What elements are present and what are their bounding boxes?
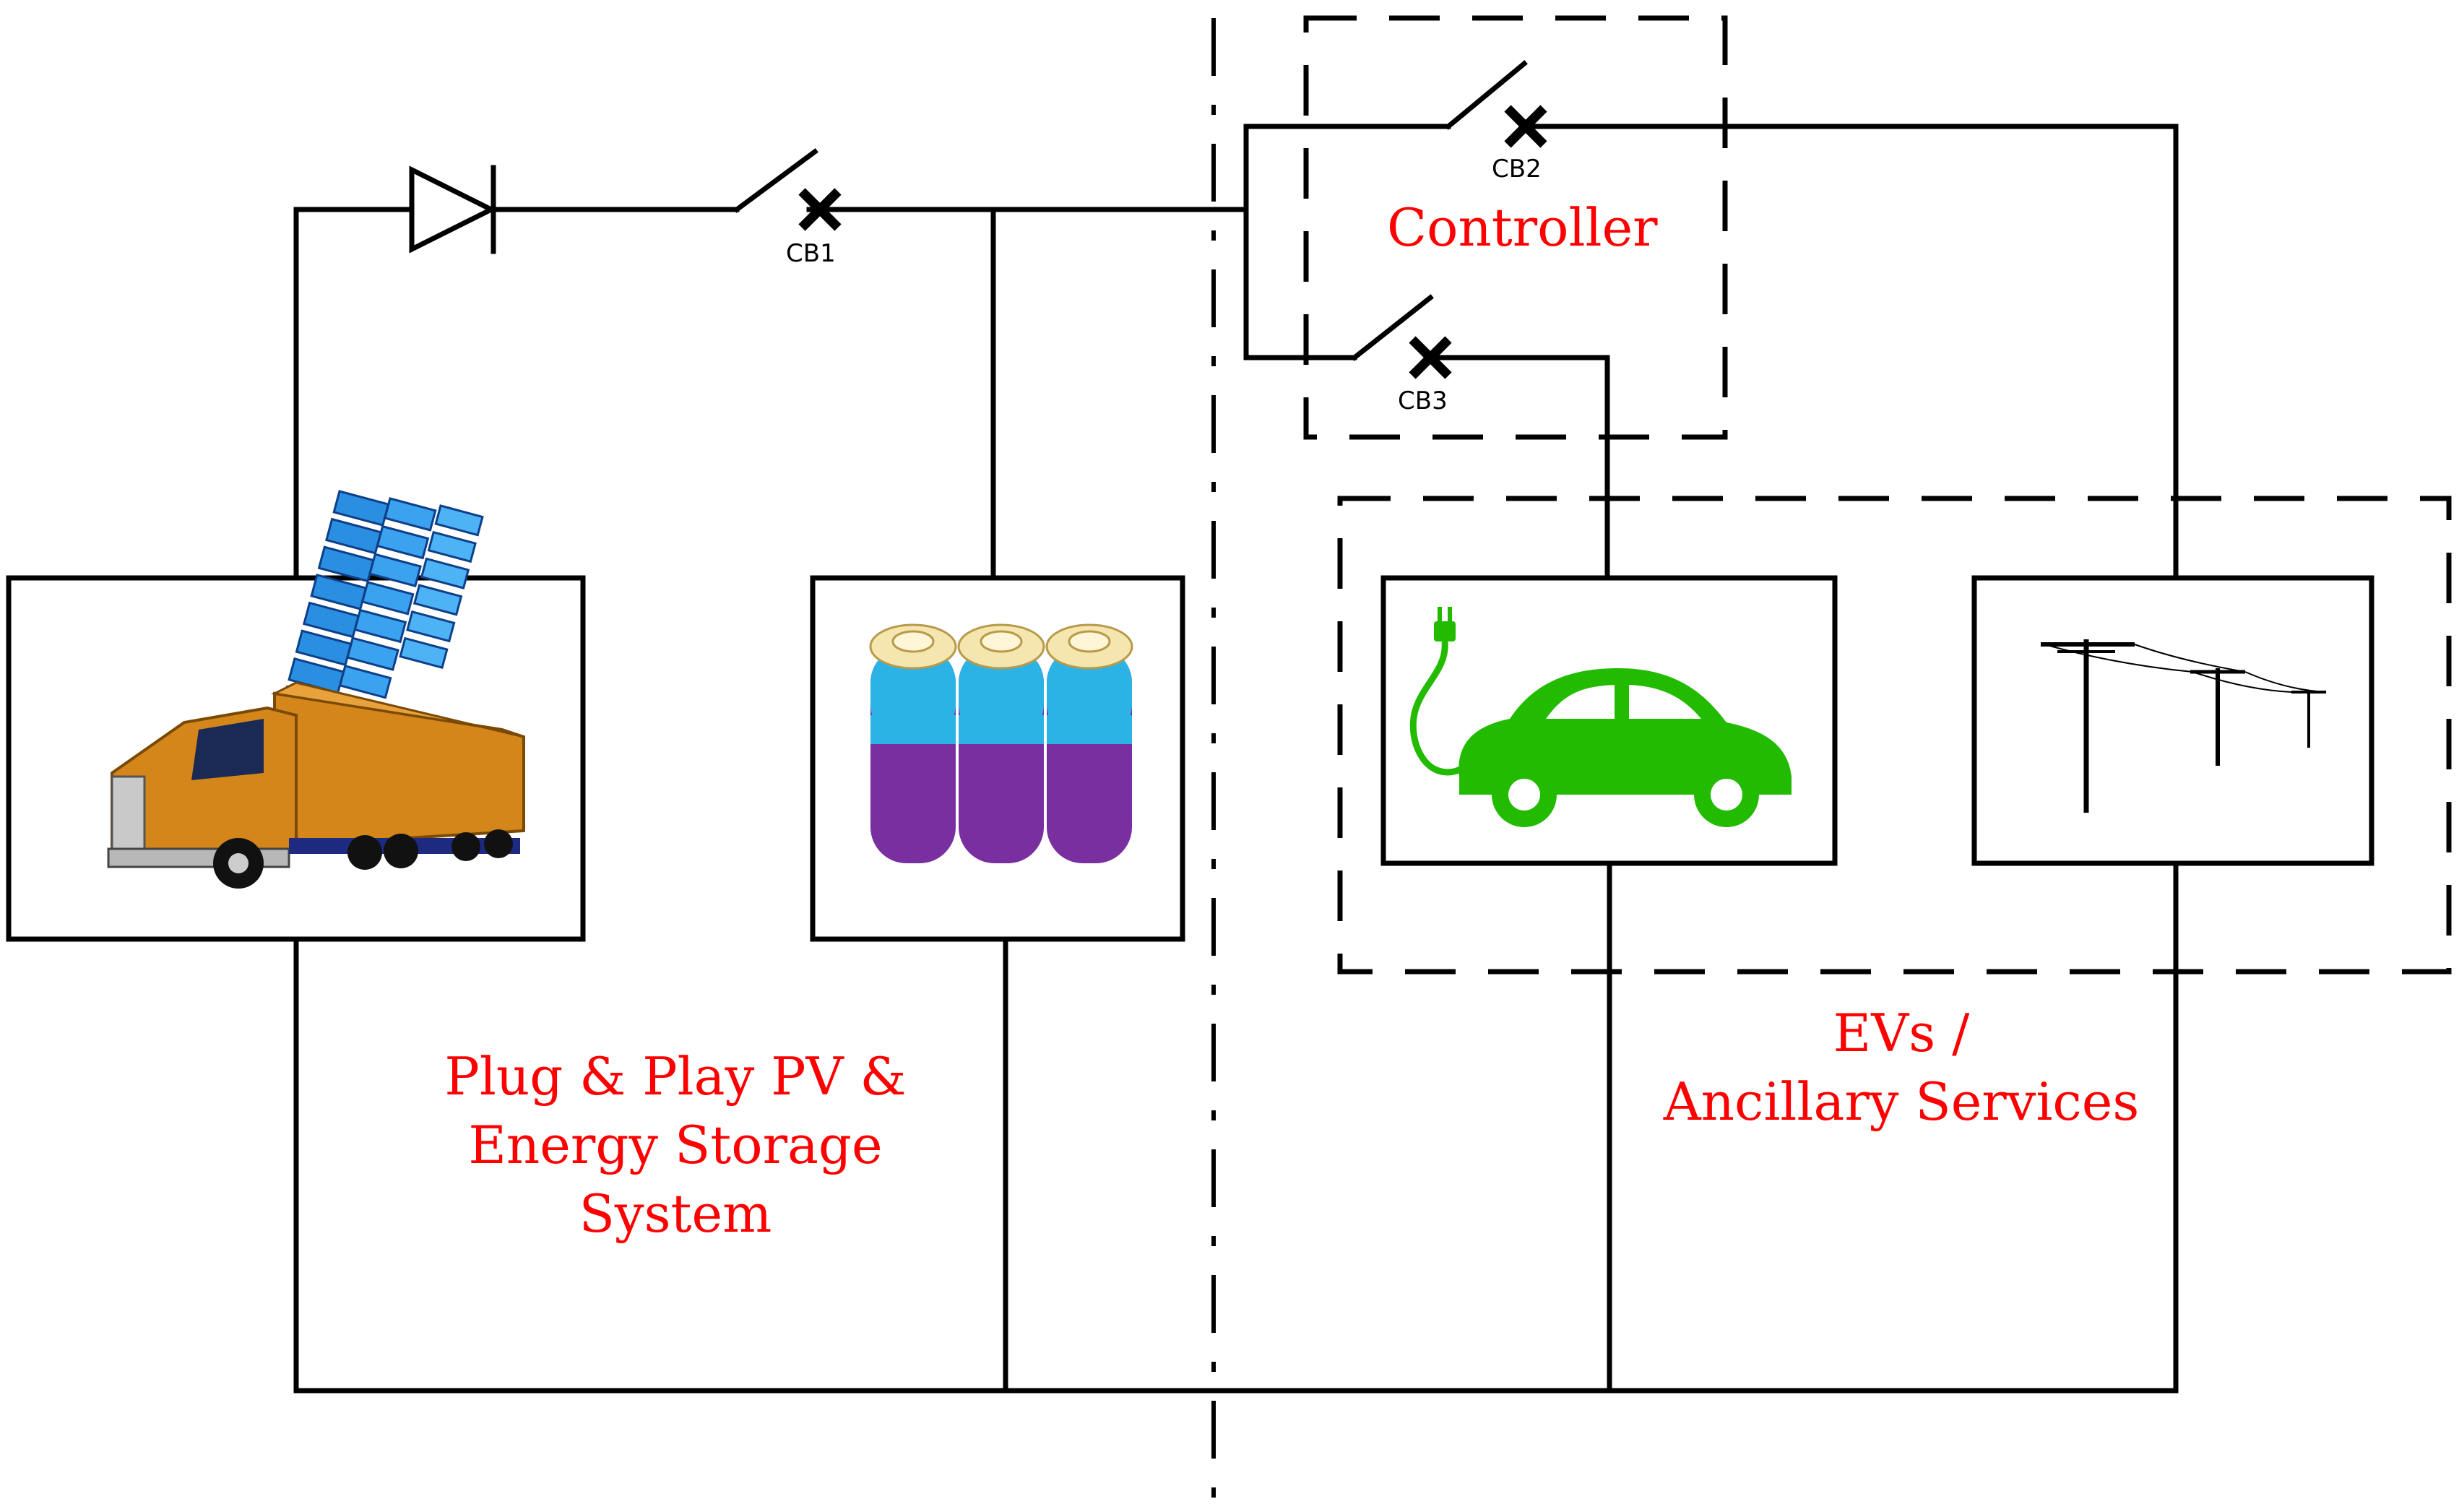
evs-label-line1: EVs / xyxy=(1833,1003,1970,1063)
wiring xyxy=(293,124,2179,1394)
electric-car-icon xyxy=(1409,607,1792,827)
pv-storage-label-line1: Plug & Play PV & xyxy=(444,1046,906,1107)
evs-services-boundary xyxy=(1337,496,2452,975)
diode-symbol xyxy=(409,165,497,254)
pv-storage-label-line2: Energy Storage xyxy=(468,1115,882,1175)
evs-label-line2: Ancillary Services xyxy=(1663,1071,2140,1132)
cb1-label: CB1 xyxy=(786,239,836,268)
controller-boundary xyxy=(1303,15,1728,440)
pv-storage-label-line3: System xyxy=(579,1183,772,1244)
plug-icon xyxy=(1409,607,1469,776)
circuit-breaker-cb2: CB2 xyxy=(1445,60,1547,183)
battery-icon xyxy=(869,623,1133,863)
solar-truck-icon xyxy=(107,490,525,889)
cb3-label: CB3 xyxy=(1398,386,1448,415)
solar-panels-icon xyxy=(280,490,484,722)
grid-box xyxy=(1971,575,2374,866)
power-lines-icon xyxy=(2041,639,2327,813)
cb2-label: CB2 xyxy=(1492,155,1542,183)
circuit-breaker-cb3: CB3 xyxy=(1351,294,1452,415)
controller-label: Controller xyxy=(1387,197,1658,258)
circuit-breaker-cb1: CB1 xyxy=(733,148,842,268)
